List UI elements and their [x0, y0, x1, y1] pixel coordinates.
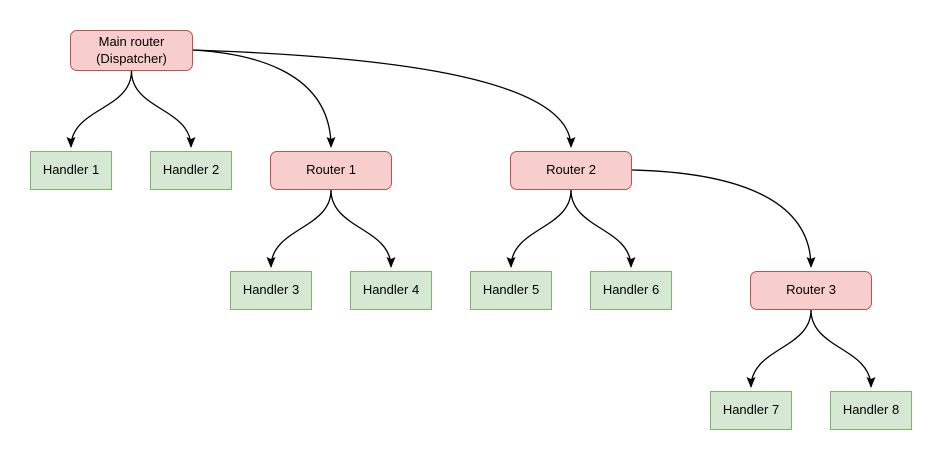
- edge-router-3-to-handler-7: [746, 309, 812, 388]
- edge-router-1-to-handler-3: [266, 189, 332, 268]
- node-handler-6: Handler 6: [590, 271, 672, 310]
- edge-router-3-to-handler-8: [810, 309, 876, 388]
- node-router-2: Router 2: [510, 151, 632, 190]
- node-handler-3: Handler 3: [230, 271, 312, 310]
- node-handler-4: Handler 4: [350, 271, 432, 310]
- node-router-1: Router 1: [270, 151, 392, 190]
- node-handler-2: Handler 2: [150, 151, 232, 190]
- edge-router-2-to-handler-6: [570, 189, 636, 268]
- edge-main-router-to-handler-1: [66, 70, 133, 148]
- node-handler-8: Handler 8: [830, 391, 912, 430]
- edge-router-2-to-handler-5: [506, 189, 572, 268]
- node-handler-5: Handler 5: [470, 271, 552, 310]
- node-main-router: Main router (Dispatcher): [70, 30, 193, 71]
- edge-router-1-to-handler-4: [330, 189, 396, 268]
- edge-router-2-to-router-3: [631, 169, 816, 268]
- edge-main-router-to-router-1: [192, 49, 336, 148]
- node-handler-7: Handler 7: [710, 391, 792, 430]
- node-handler-1: Handler 1: [30, 151, 112, 190]
- edge-main-router-to-router-2: [192, 49, 576, 148]
- node-router-3: Router 3: [750, 271, 872, 310]
- edge-main-router-to-handler-2: [130, 70, 196, 148]
